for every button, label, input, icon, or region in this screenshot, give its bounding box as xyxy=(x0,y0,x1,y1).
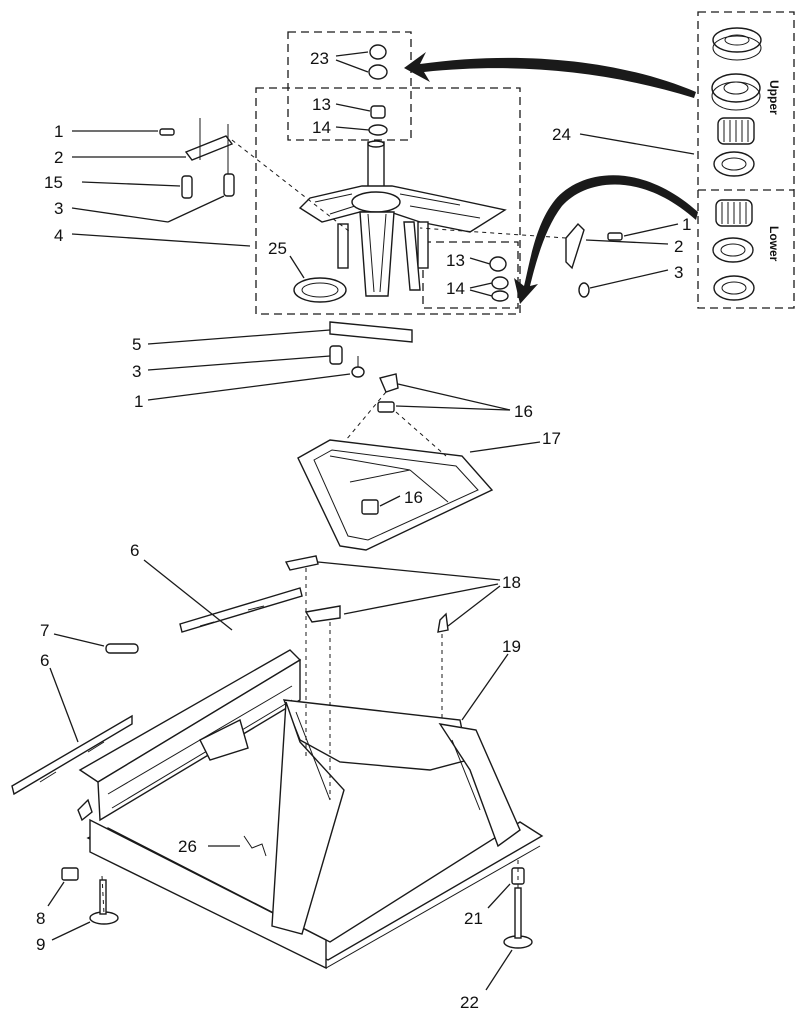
gearcase-assembly xyxy=(293,140,507,303)
lower-label: Lower xyxy=(767,226,781,262)
suspension-frame xyxy=(297,373,494,551)
lower-kit-arrow xyxy=(514,175,698,304)
callout-14: 14 xyxy=(312,118,331,137)
callout-2: 2 xyxy=(54,148,63,167)
mounting-brackets xyxy=(11,555,449,796)
callout-16: 16 xyxy=(514,402,533,421)
left-bracket-parts xyxy=(159,118,235,199)
callout-25: 25 xyxy=(268,239,287,258)
callout-15: 15 xyxy=(44,173,63,192)
cabinet-base xyxy=(77,649,544,970)
callout-5: 5 xyxy=(132,335,141,354)
callout-23: 23 xyxy=(310,49,329,68)
callout-6: 6 xyxy=(130,541,139,560)
callout-6-lower: 6 xyxy=(40,651,49,670)
callout-7: 7 xyxy=(40,621,49,640)
callout-4: 4 xyxy=(54,226,63,245)
callout-1: 1 xyxy=(54,122,63,141)
callout-18: 18 xyxy=(502,573,521,592)
callout-13-side: 13 xyxy=(446,251,465,270)
assembly-guides xyxy=(101,139,567,915)
bearing-kit-parts xyxy=(711,27,762,301)
side-bearing-parts xyxy=(489,256,509,302)
upper-kit-arrow xyxy=(404,52,696,98)
callout-2-right: 2 xyxy=(674,237,683,256)
callout-16-lower: 16 xyxy=(404,488,423,507)
callout-14-side: 14 xyxy=(446,279,465,298)
callout-21: 21 xyxy=(464,909,483,928)
side-bearing-box xyxy=(422,241,519,309)
callout-8: 8 xyxy=(36,909,45,928)
callout-labels: 1 2 15 3 4 23 13 14 24 25 13 14 1 2 3 5 … xyxy=(36,49,691,1012)
callout-19: 19 xyxy=(502,637,521,656)
lower-drive-bracket xyxy=(329,321,413,378)
callout-3-lower: 3 xyxy=(132,362,141,381)
leveling-feet xyxy=(61,867,533,949)
top-bearing-parts xyxy=(368,44,388,136)
callout-3-right: 3 xyxy=(674,263,683,282)
callout-24: 24 xyxy=(552,125,571,144)
callout-9: 9 xyxy=(36,935,45,954)
agitator-drive-box xyxy=(255,87,521,315)
callout-26: 26 xyxy=(178,837,197,856)
callout-1-right: 1 xyxy=(682,215,691,234)
callout-13: 13 xyxy=(312,95,331,114)
right-bracket-parts xyxy=(565,222,623,298)
callout-22: 22 xyxy=(460,993,479,1012)
top-bearing-box xyxy=(287,31,412,141)
callout-1-lower: 1 xyxy=(134,392,143,411)
upper-label: Upper xyxy=(767,80,781,115)
callout-3: 3 xyxy=(54,199,63,218)
leader-lines xyxy=(47,51,695,991)
callout-17: 17 xyxy=(542,429,561,448)
